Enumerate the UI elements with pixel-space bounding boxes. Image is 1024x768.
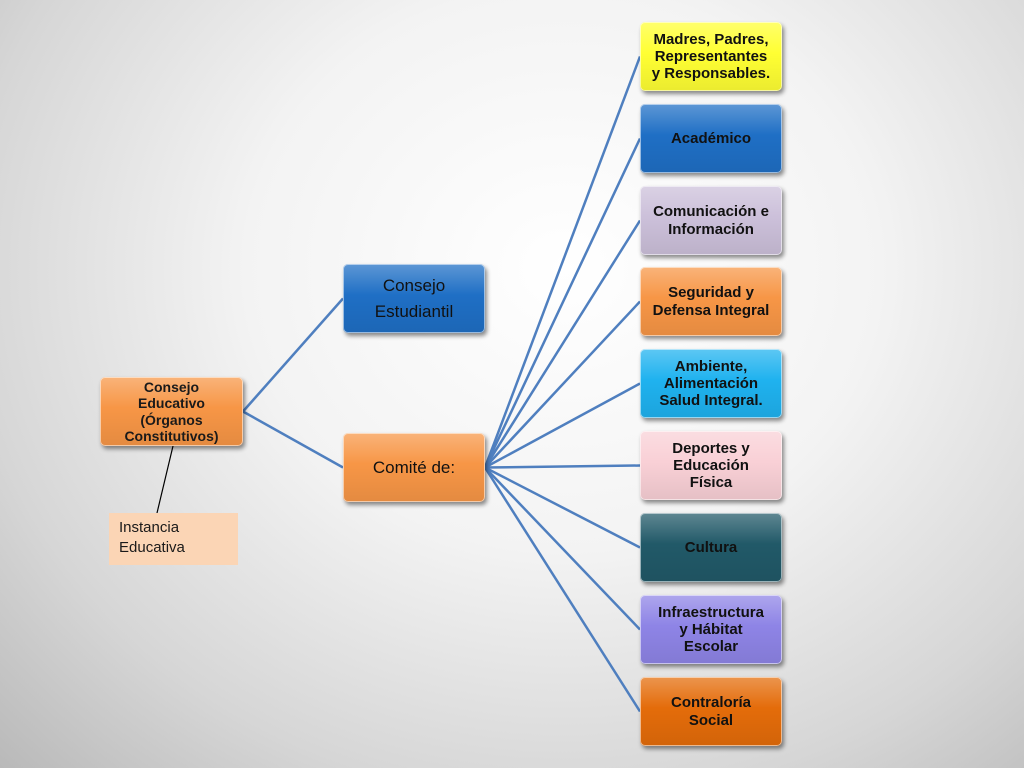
connector-committee-4 [484, 300, 641, 469]
committee-node-academico: Académico [640, 104, 782, 173]
connector-committee-3 [483, 219, 642, 469]
committee-node-deportes: Deportes y Educación Física [640, 431, 782, 500]
connector-committee-1 [483, 56, 642, 468]
committee-node-madres-padres: Madres, Padres, Representantes y Respons… [640, 22, 782, 91]
connector-root-branch-2 [242, 410, 344, 469]
committee-node-infraestructura: Infraestructura y Hábitat Escolar [640, 595, 782, 664]
root-node-consejo-educativo: Consejo Educativo (Órganos Constitutivos… [100, 377, 243, 446]
connector-note [156, 445, 174, 514]
connector-root-branch-1 [242, 297, 344, 413]
connector-committee-2 [483, 137, 642, 469]
committee-node-cultura: Cultura [640, 513, 782, 582]
branch-node-comite: Comité de: [343, 433, 485, 502]
committee-node-ambiente: Ambiente, Alimentación Salud Integral. [640, 349, 782, 418]
connector-committee-8 [484, 466, 641, 631]
connector-committee-6 [484, 464, 641, 469]
connector-committee-5 [484, 382, 641, 469]
connector-committee-9 [483, 466, 642, 713]
committee-node-comunicacion: Comunicación e Información [640, 186, 782, 255]
branch-node-consejo-estudiantil: Consejo Estudiantil [343, 264, 485, 333]
committee-node-contraloria: Contraloría Social [640, 677, 782, 746]
note-instancia-educativa: Instancia Educativa [109, 513, 238, 565]
connector-committee-7 [484, 466, 641, 549]
committee-node-seguridad: Seguridad y Defensa Integral [640, 267, 782, 336]
